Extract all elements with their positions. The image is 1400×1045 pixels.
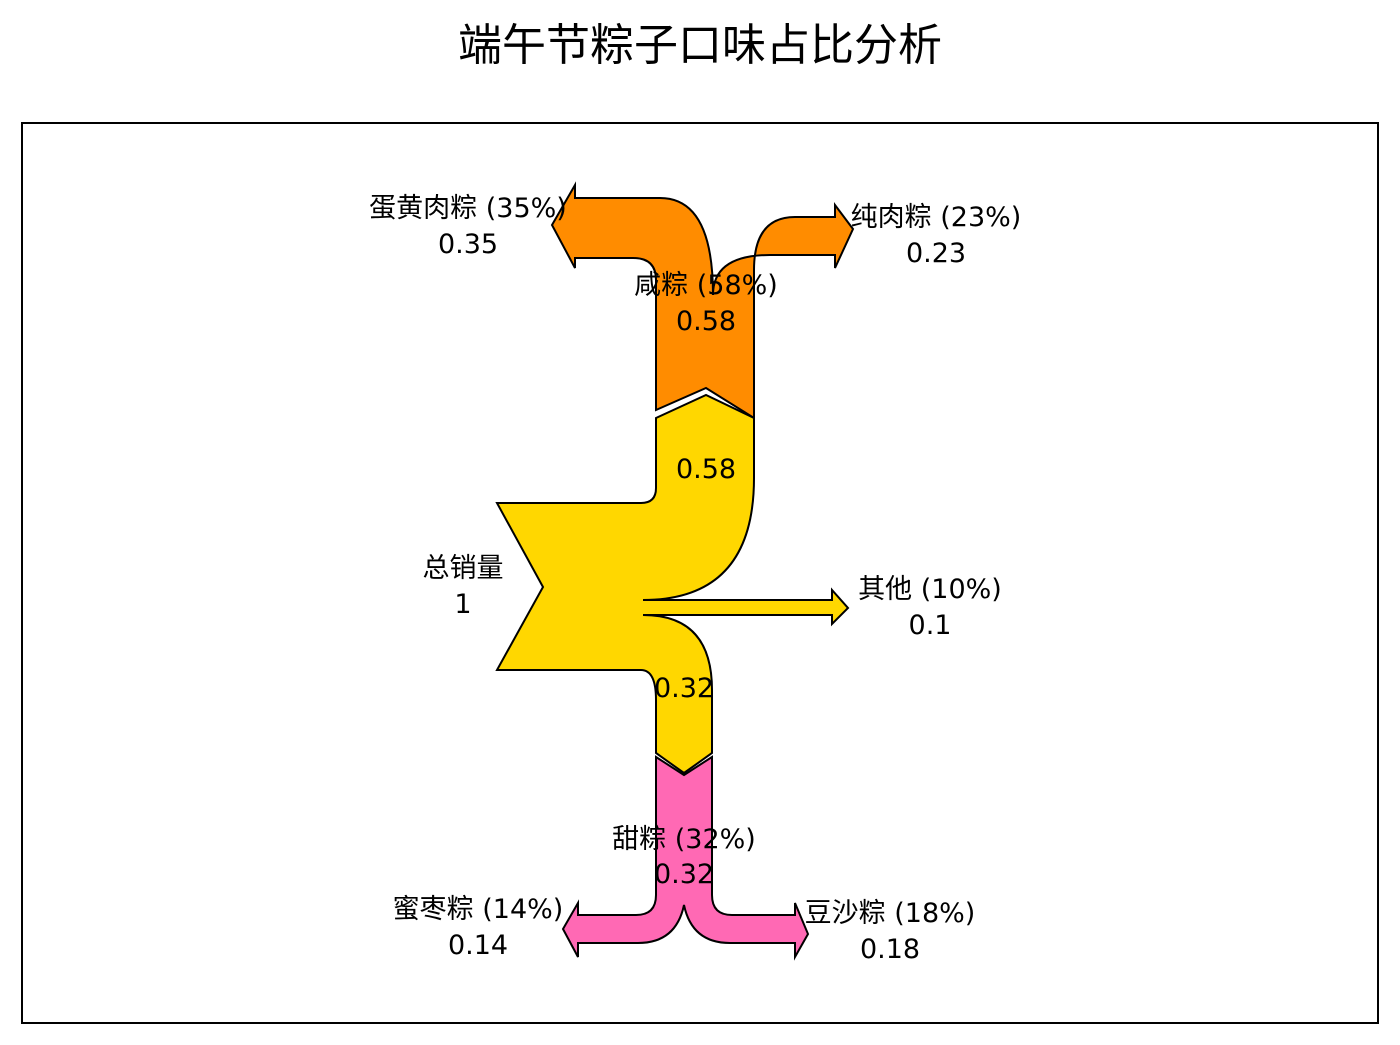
node-label-bean-paste-name: 豆沙粽 (18%)	[805, 898, 976, 929]
node-label-sweet-name: 甜粽 (32%)	[612, 824, 756, 855]
node-label-savory-value: 0.58	[676, 306, 736, 337]
sweet-diagram	[561, 755, 810, 961]
node-label-total-value: 1	[454, 589, 471, 620]
node-label-jujube-name: 蜜枣粽 (14%)	[393, 894, 564, 925]
node-label-other-value: 0.1	[909, 610, 952, 641]
node-label-jujube-value: 0.14	[448, 930, 508, 961]
node-label-pure-meat-name: 纯肉粽 (23%)	[851, 202, 1022, 233]
node-label-pure-meat-value: 0.23	[906, 238, 966, 269]
node-label-bean-paste-value: 0.18	[860, 934, 920, 965]
node-label-egg-meat-name: 蛋黄肉粽 (35%)	[369, 193, 567, 224]
node-label-egg-meat-value: 0.35	[438, 229, 498, 260]
node-label-other-name: 其他 (10%)	[858, 574, 1002, 605]
node-label-savory-name: 咸粽 (58%)	[634, 270, 778, 301]
flow-label-total-savory: 0.58	[676, 454, 736, 485]
plot-frame	[21, 122, 1379, 1024]
node-label-total-name: 总销量	[423, 553, 504, 584]
chart-title: 端午节粽子口味占比分析	[458, 20, 942, 71]
savory-diagram	[550, 181, 855, 420]
node-label-sweet-value: 0.32	[654, 859, 714, 890]
flow-label-total-sweet: 0.32	[654, 673, 714, 704]
total-diagram	[495, 393, 850, 775]
